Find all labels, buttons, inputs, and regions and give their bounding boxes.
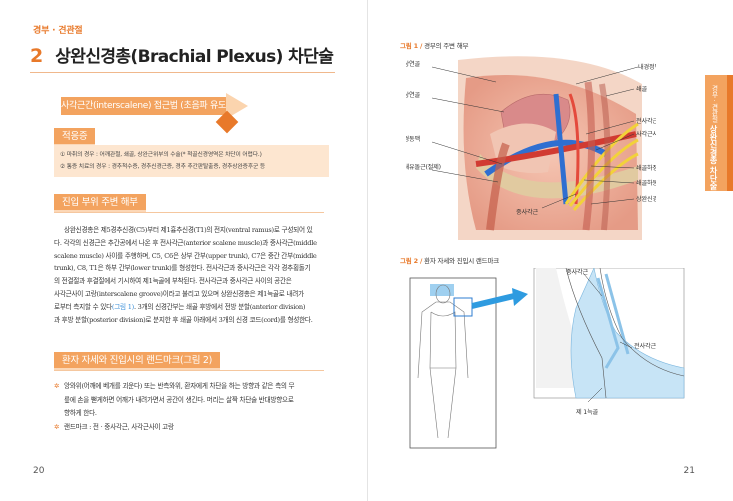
figure-reference: (그림 1) [111,302,134,311]
figure-label: 그림 1 / [400,42,423,50]
star-bullet-icon: ✲ [54,422,60,431]
label-middle-scalene: 중사각근 [516,208,538,216]
indication-item: ② 통증 치료의 경우 : 경추척수증, 경추신경근증, 경추 추간판탈출증, … [60,164,266,170]
neck-anatomy-illustration: 윤상연골 갑상연골 총경동맥 흉쇄유돌근(절제) 내경정맥 쇄골 전사각근 사각… [406,56,656,240]
body-line: 과 후방 분할(posterior division)로 분지한 후 쇄골 아래… [54,315,313,324]
label-carotid: 총경동맥 [406,135,420,143]
label-cricoid: 윤상연골 [406,60,420,68]
anatomy-body: 상완신경총은 제5경추신경(C5)부터 제1흉추신경(T1)의 전지(ventr… [54,224,330,326]
body-line: 사각근사이 고랑(interscalene groove)이라고 불리고 있으며… [54,289,304,298]
indication-item: ① 마취의 경우 : 어깨관절, 쇄골, 상완근위부의 수술(* 척골신경영역은… [60,152,262,158]
section-tag: 경부 · 견관절 [33,26,83,36]
patient-position-illustration: 중사각근 전사각근 제 1늑골 [409,268,685,449]
figure1-caption: 그림 1 / 경부의 주변 해부 [400,40,468,50]
figure2-caption: 그림 2 / 환자 자세와 진입시 랜드마크 [400,255,499,265]
body-text-fragment: . 3개의 신경간부는 쇄골 후방에서 전방 분할(anterior divis… [133,302,306,311]
chapter-title: 상완신경총(Brachial Plexus) 차단술 [55,47,334,67]
label-thyroid: 갑상연골 [406,91,420,99]
label-brachial-plexus: 상완신경총 [636,195,656,203]
side-tab-section: 경부 · 견관절 [710,85,718,123]
chapter-divider [30,72,335,73]
body-line: 의 전결절과 후결절에서 기시하여 제1늑골에 부착된다. 전사각근과 중사각근… [54,277,292,286]
heading-rule [54,370,324,371]
body-line: 다. 각각의 신경근은 추간공에서 나온 후 전사각근(anterior sca… [54,238,317,247]
chapter-number: 2 [30,45,44,67]
position-bullets: ✲ 앙와위(어깨에 베개를 괴운다) 또는 반측와위, 환자에게 차단을 하는 방… [54,380,330,434]
label-anterior-scalene: 전사각근 [636,117,656,125]
bullet-continuation: 릎에 손을 뻗게하면 어깨가 내려가면서 공간이 생긴다. 머리는 살짝 차단술… [54,394,330,408]
label-clavicle: 쇄골 [636,85,647,93]
bullet-text: 앙와위(어깨에 베개를 괴운다) 또는 반측와위, 환자에게 차단을 하는 방향… [64,382,295,390]
bullet-text: 향하게 한다. [64,409,97,418]
side-tab-accent [727,75,733,191]
body-text-fragment: 로부터 측지할 수 있다 [54,302,112,311]
figure-label: 그림 2 / [400,257,423,265]
label-subclavian-artery: 쇄골하동맥 [636,179,656,187]
bullet-indent [54,407,64,421]
figure-caption-text: 환자 자세와 진입시 랜드마크 [424,257,500,265]
approach-banner: 사각근간(interscalene) 접근법 (초음파 유도하) [61,97,226,129]
indications-box: ① 마취의 경우 : 어깨관절, 쇄골, 상완근위부의 수술(* 척골신경영역은… [54,145,329,177]
label-anterior-scalene-fig2: 전사각근 [634,342,656,350]
chapter-header: 2 상완신경총(Brachial Plexus) 차단술 [30,42,334,67]
star-bullet-icon: ✲ [54,382,60,390]
label-interscalene-groove: 사각근사이 고랑 [636,130,656,138]
bullet-continuation: 향하게 한다. [54,407,330,421]
label-first-rib: 제 1늑골 [576,408,598,416]
bullet-item: ✲ 앙와위(어깨에 베개를 괴운다) 또는 반측와위, 환자에게 차단을 하는 방… [54,380,330,394]
bullet-text: 랜드마크 : 전 · 중사각근, 사각근사이 고랑 [64,422,174,431]
page-number-right: 21 [683,466,695,476]
heading-rule [54,212,324,213]
page-number-left: 20 [33,466,45,476]
body-line: scalene muscle) 사이를 주행하며, C5, C6은 상부 간부(… [54,251,317,260]
anatomy-heading: 진입 부위 주변 해부 [54,194,146,212]
label-middle-scalene-fig2: 중사각근 [566,268,588,276]
body-line: 로부터 측지할 수 있다(그림 1). 3개의 신경간부는 쇄골 후방에서 전방… [54,301,330,314]
indications-heading: 적응증 [54,128,96,146]
bullet-indent [54,394,64,408]
label-scm: 흉쇄유돌근(절제) [406,163,441,171]
label-subclavian-vein: 쇄골하정맥 [636,164,656,172]
bullet-item: ✲ 랜드마크 : 전 · 중사각근, 사각근사이 고랑 [54,421,330,435]
figure-caption-text: 경부의 주변 해부 [424,42,469,50]
body-line: trunk), C8, T1은 하부 간부(lower trunk)를 형성한다… [54,264,311,273]
label-ijv: 내경정맥 [638,63,656,71]
side-tab-title: 상완신경총 차단술 [709,125,718,190]
left-page: 경부 · 견관절 2 상완신경총(Brachial Plexus) 차단술 사각… [0,0,366,501]
bullet-text: 릎에 손을 뻗게하면 어깨가 내려가면서 공간이 생긴다. 머리는 살짝 차단술… [64,395,294,404]
right-page: 그림 1 / 경부의 주변 해부 [367,0,733,501]
body-line: 상완신경총은 제5경추신경(C5)부터 제1흉추신경(T1)의 전지(ventr… [64,226,313,234]
position-heading: 환자 자세와 진입시의 랜드마크(그림 2) [54,352,221,370]
